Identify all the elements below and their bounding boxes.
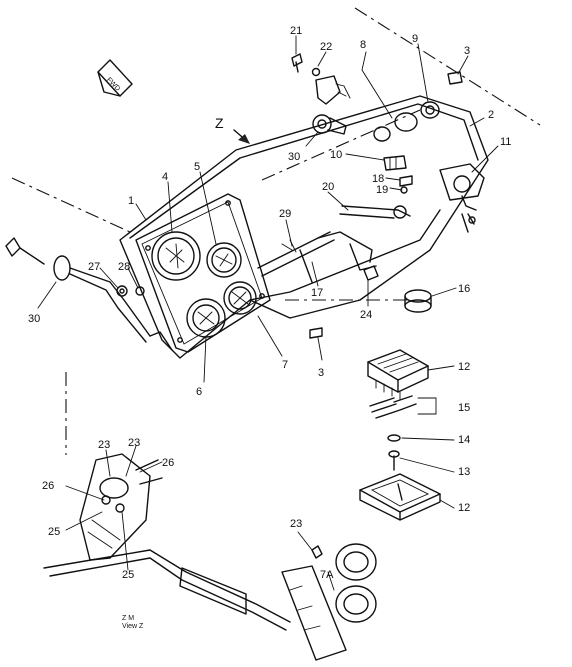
dashboard-panel [119, 95, 489, 359]
plug-center [373, 126, 391, 142]
callout-19: 19 [376, 184, 388, 196]
grommet-9 [420, 101, 440, 119]
washer-28 [135, 286, 145, 296]
callout-1: 1 [128, 195, 134, 207]
clip-24 [363, 265, 379, 281]
callout-2: 2 [488, 109, 494, 121]
centerline-left [11, 177, 131, 233]
view-z-label: Z [215, 115, 224, 131]
callout-23-right: 23 [128, 437, 140, 449]
callout-12-lower: 12 [458, 502, 470, 514]
callout-27: 27 [88, 261, 100, 273]
callout-8: 8 [360, 39, 366, 51]
callout-7a: 7A [320, 569, 334, 581]
leader-lines [37, 35, 499, 591]
relay-12 [367, 349, 429, 401]
gauge-panel [135, 193, 271, 353]
small-gauge-lower-right [223, 281, 257, 315]
callout-4: 4 [162, 171, 168, 183]
bracket-12 [359, 473, 441, 521]
connector-block [315, 75, 351, 105]
view-z-rail [43, 549, 291, 631]
callout-30-left: 30 [28, 313, 40, 325]
callout-10: 10 [330, 149, 342, 161]
small-gauge-lower-left [186, 298, 226, 338]
callout-25-left: 25 [48, 526, 60, 538]
callout-22: 22 [320, 41, 332, 53]
callout-30-upper: 30 [288, 151, 300, 163]
plug-16 [404, 289, 432, 313]
callout-29: 29 [279, 208, 291, 220]
key-switch [439, 163, 485, 233]
callout-21: 21 [290, 25, 302, 37]
grommet-10 [383, 155, 407, 171]
view-caption-line1: Z M [122, 615, 134, 622]
callout-3-lower: 3 [318, 367, 324, 379]
callout-5: 5 [194, 161, 200, 173]
small-gauge-upper [206, 242, 242, 278]
handle-bar [339, 205, 411, 219]
callout-18: 18 [372, 173, 384, 185]
callout-16: 16 [458, 283, 470, 295]
callout-28: 28 [118, 261, 130, 273]
sensor-30-upper [312, 114, 347, 135]
washer-22 [311, 67, 321, 77]
terminals-15 [369, 395, 417, 419]
plug-8 [394, 112, 418, 132]
callouts: 1 2 3 3 4 5 6 7 7A 8 9 10 11 12 12 13 14… [28, 25, 511, 630]
callout-7: 7 [282, 359, 288, 371]
screw-13 [388, 450, 400, 471]
washer-14 [387, 434, 401, 442]
bolt-18 [399, 175, 413, 187]
bolt-3-upper [447, 71, 463, 85]
callout-26-left: 26 [42, 480, 54, 492]
centerline-mid [261, 109, 421, 181]
view-arrow-icon [233, 129, 250, 144]
callout-25-bottom: 25 [122, 569, 134, 581]
callout-14: 14 [458, 434, 470, 446]
view-z-gauge-panel [281, 543, 377, 661]
callout-17: 17 [311, 287, 323, 299]
callout-23-left: 23 [98, 439, 110, 451]
callout-6: 6 [196, 386, 202, 398]
callout-23-lower: 23 [290, 518, 302, 530]
view-z-bracket [79, 453, 163, 561]
fwd-label: FWD [105, 76, 121, 92]
callout-15: 15 [458, 402, 470, 414]
cable-assembly [257, 231, 377, 283]
callout-26-right: 26 [162, 457, 174, 469]
callout-12-upper: 12 [458, 361, 470, 373]
callout-20: 20 [322, 181, 334, 193]
callout-3-upper: 3 [464, 45, 470, 57]
bolt-3-lower [309, 327, 323, 339]
view-caption-line2: View Z [122, 623, 144, 630]
callout-13: 13 [458, 466, 470, 478]
centerline-top-right [354, 7, 541, 126]
callout-24: 24 [360, 309, 372, 321]
callout-11: 11 [500, 136, 511, 148]
callout-9: 9 [412, 33, 418, 45]
cable-harness-left [5, 237, 173, 351]
forward-arrow-icon: FWD [97, 59, 133, 97]
large-gauge [151, 231, 201, 281]
bolt-21 [291, 53, 303, 73]
nut-27 [116, 285, 128, 297]
